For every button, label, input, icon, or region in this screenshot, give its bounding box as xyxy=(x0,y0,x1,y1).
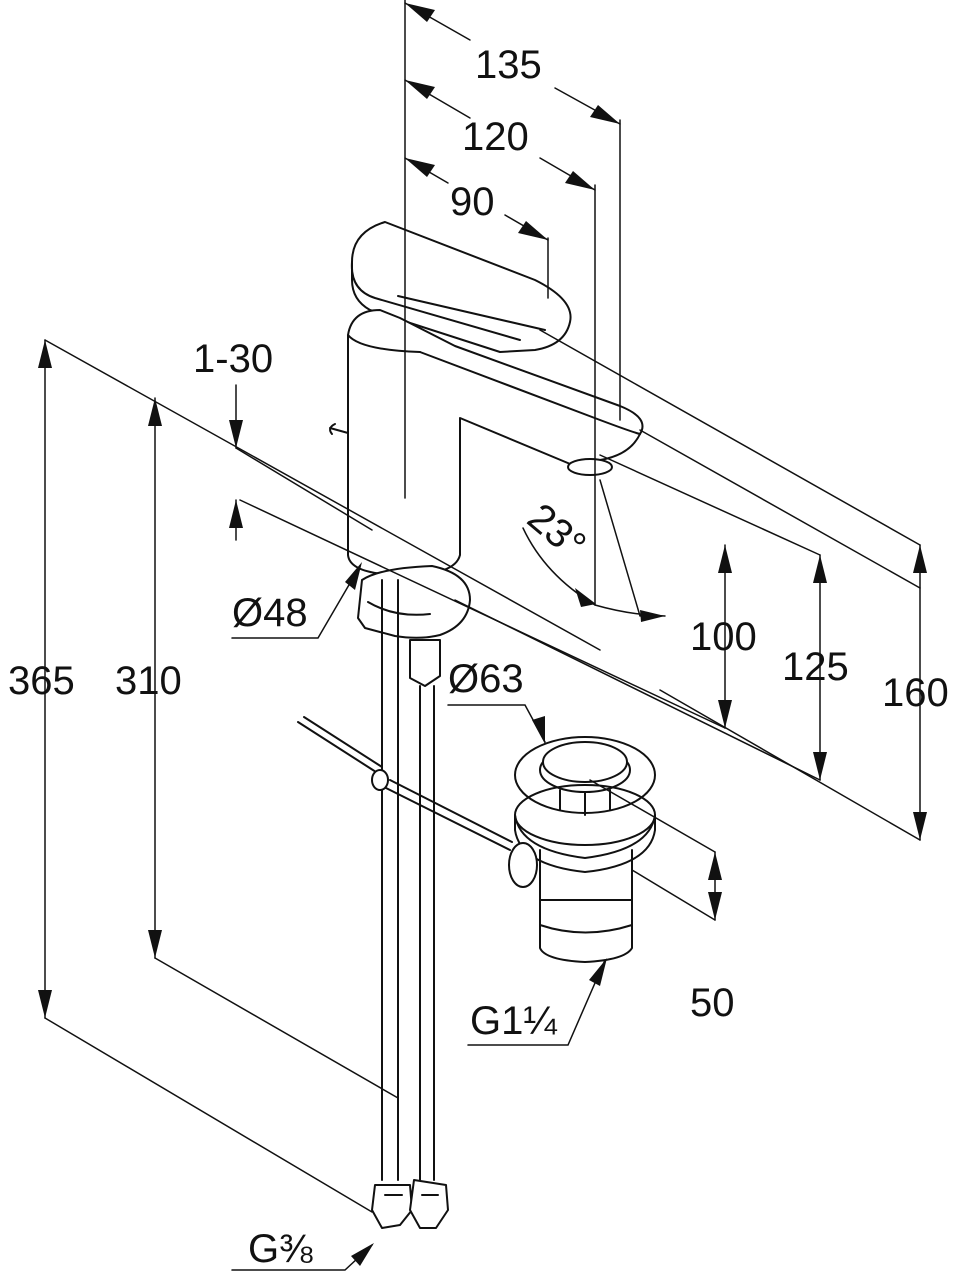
dimension-120: 120 xyxy=(462,115,529,159)
thread-g1-quarter: G1¼ xyxy=(470,999,557,1043)
faucet-body xyxy=(329,221,644,687)
supply-hoses xyxy=(371,579,449,1229)
dimension-100: 100 xyxy=(690,615,757,659)
dimension-dia-48: Ø48 xyxy=(232,591,308,635)
thread-g3-8: G⅜ xyxy=(248,1227,313,1271)
pop-up-linkage xyxy=(297,716,513,851)
dimension-lines xyxy=(38,0,927,1271)
dimension-365: 365 xyxy=(8,659,75,703)
dimension-90: 90 xyxy=(450,180,495,224)
dimension-angle-23: 23° xyxy=(519,495,594,568)
dimension-50: 50 xyxy=(690,981,735,1025)
pop-up-waste xyxy=(508,736,656,963)
dimension-dia-63: Ø63 xyxy=(448,657,524,701)
dimension-135: 135 xyxy=(475,43,542,87)
dimension-310: 310 xyxy=(115,659,182,703)
dimension-125: 125 xyxy=(782,645,849,689)
dimension-1-30: 1-30 xyxy=(193,337,273,381)
dimension-160: 160 xyxy=(882,671,949,715)
